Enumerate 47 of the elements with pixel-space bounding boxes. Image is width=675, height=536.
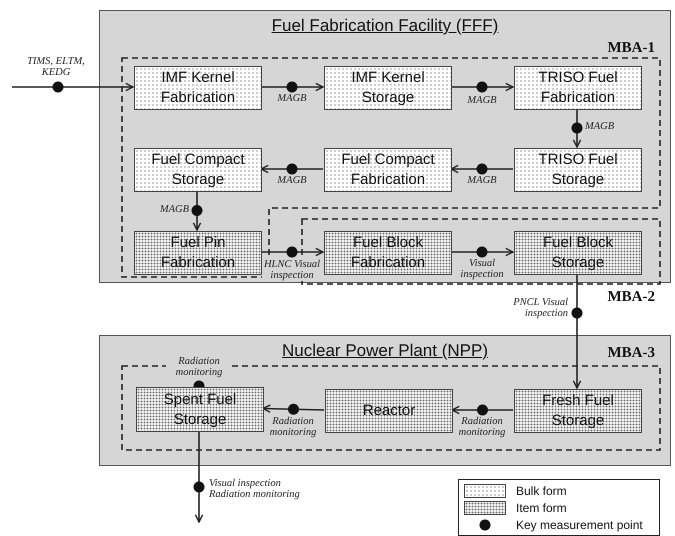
facility-title: Nuclear Power Plant (NPP) [282,340,488,362]
area-label: MBA-1 [608,39,655,57]
arrow [260,164,323,174]
process-box: TRISO Fuel Storage [514,148,642,192]
arrow [451,82,514,92]
process-box: Fuel Pin Fabrication [134,231,262,275]
edge-label: MAGB [585,121,616,132]
process-box: IMF Kernel Storage [324,66,452,110]
edge-label: MAGB [158,204,189,215]
edge-label: HLNC Visual inspection [262,259,322,281]
edge-label: MAGB [276,175,308,186]
process-box: Fuel Block Fabrication [324,231,452,275]
area-label: MBA-2 [608,288,655,306]
facility-panel [99,335,671,466]
process-box: IMF Kernel Fabrication [134,66,262,110]
legend-text: Bulk form [516,484,567,498]
arrow [451,406,513,414]
process-box: Spent Fuel Storage [136,387,264,432]
process-box: Fuel Compact Storage [134,148,262,192]
facility-title: Fuel Fabrication Facility (FFF) [272,15,498,36]
arrow [572,109,582,148]
edge-label: TIMS, ELTM, KEDG [26,56,86,78]
edge-label: PNCL Visual inspection [512,297,568,319]
edge-label: Visual inspection [459,258,505,280]
process-box: Fuel Compact Fabrication [324,148,452,192]
arrow [261,82,324,92]
edge-label: Visual inspection Radiation monitoring [209,478,301,500]
edge-label: Radiation monitoring [458,416,506,438]
process-box: Fuel Block Storage [514,231,642,275]
arrow [261,248,324,256]
process-box: Reactor [325,389,453,433]
arrow [262,404,324,413]
arrow [451,248,514,256]
arrow [194,431,204,523]
legend-text: Key measurement point [516,518,643,532]
edge-label: Radiation monitoring [268,416,318,438]
edge-label: MAGB [276,93,308,104]
area-label: MBA-3 [608,344,655,362]
process-box: TRISO Fuel Fabrication [514,66,642,110]
arrow [192,191,202,231]
edge-label: MAGB [466,175,498,186]
edge-label: MAGB [466,95,498,106]
arrow [572,274,582,389]
arrow [12,82,134,92]
legend-text: Item form [516,500,567,514]
process-box: Fresh Fuel Storage [514,389,642,433]
arrow [450,164,513,174]
